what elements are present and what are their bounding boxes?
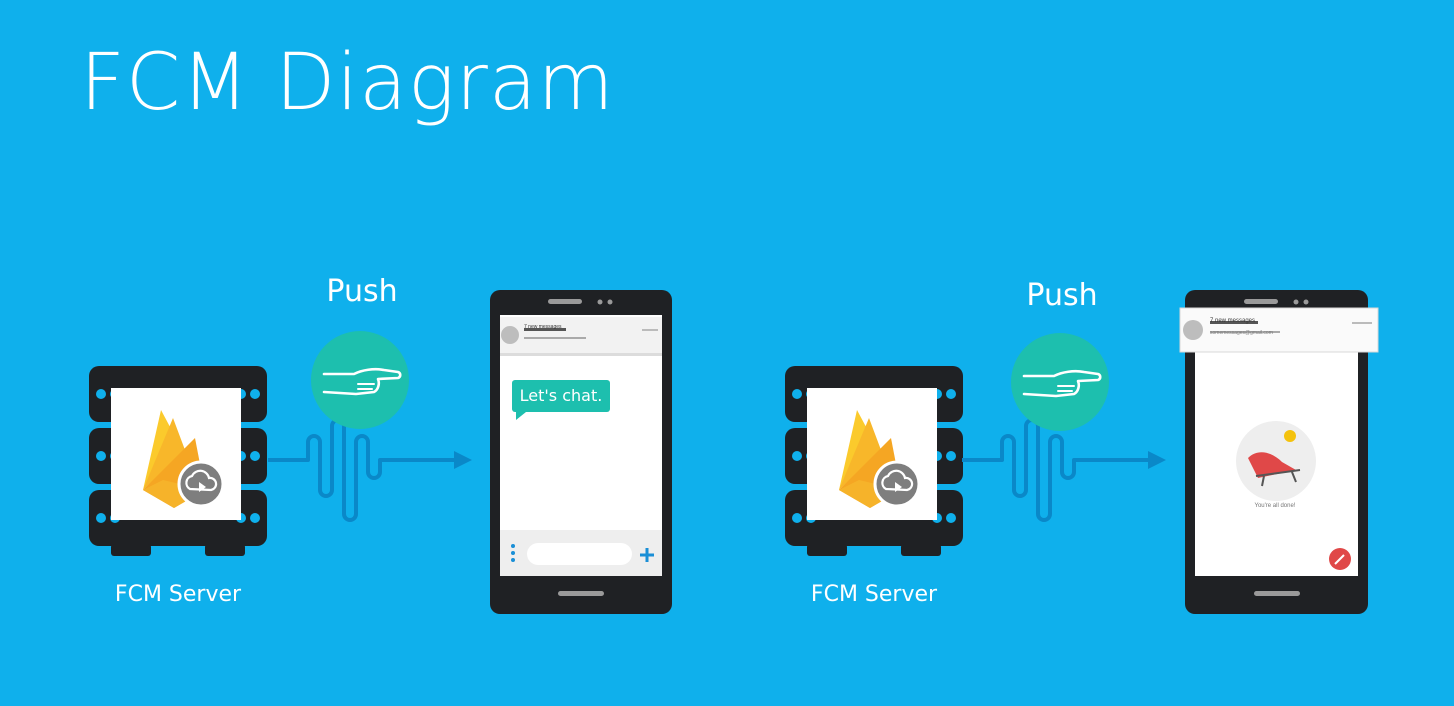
empty-state-text: You're all done! [1240,503,1310,509]
compose-icon [1334,554,1345,565]
server-label-2: FCM Server [810,582,938,607]
server-label-1: FCM Server [114,582,242,607]
pointing-hand-icon [309,329,411,431]
arrow-icon [266,418,474,522]
cloud-send-icon [873,460,921,508]
plus-icon [640,548,654,562]
push-label-2: Push [1026,278,1098,313]
page-title: FCM Diagram [80,38,615,128]
fcm-server-1 [89,366,267,556]
phone-1 [490,290,672,614]
notification-title-1: 7 new messages [524,324,562,330]
push-signal-1 [266,329,474,522]
notification-title-2: 7 new messages [1210,318,1256,324]
push-label-1: Push [326,274,398,309]
phone-2 [1179,290,1379,614]
push-signal-2 [960,331,1168,522]
chat-bubble-text: Let's chat. [519,386,603,405]
fcm-server-2 [785,366,963,556]
arrow-icon [960,418,1168,522]
notification-email-2: somemessages@gmail.com [1210,330,1273,336]
pointing-hand-icon [1009,331,1111,433]
cloud-send-icon [177,460,225,508]
